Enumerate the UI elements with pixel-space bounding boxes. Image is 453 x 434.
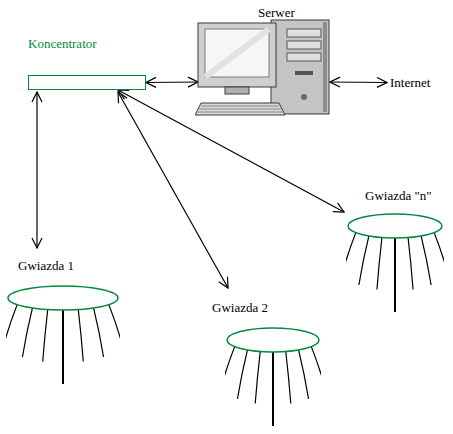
star-illustration xyxy=(225,326,321,430)
star-illustration xyxy=(6,284,120,396)
link-arrow xyxy=(36,92,37,248)
hub-box: Koncentrator xyxy=(28,34,146,90)
node-heading: Serwer xyxy=(258,5,295,20)
link-arrow xyxy=(118,92,228,288)
node-heading: Gwiazda 2 xyxy=(212,300,268,315)
network-label: Internet xyxy=(390,73,431,88)
star-network: Gwiazda 1 xyxy=(6,256,120,396)
node-heading: Internet xyxy=(390,75,430,90)
star-network: Gwiazda "n" xyxy=(346,186,444,324)
link-arrow xyxy=(330,81,387,83)
star-illustration xyxy=(346,212,444,324)
hub-outline xyxy=(28,75,146,90)
link-arrow xyxy=(146,81,198,83)
star-network: Gwiazda 2 xyxy=(212,298,321,430)
computer-icon xyxy=(195,19,333,119)
node-heading: Gwiazda 1 xyxy=(18,258,74,273)
node-heading: Gwiazda "n" xyxy=(365,188,432,203)
server-computer: Serwer xyxy=(195,3,333,119)
node-heading: Koncentrator xyxy=(28,36,97,51)
